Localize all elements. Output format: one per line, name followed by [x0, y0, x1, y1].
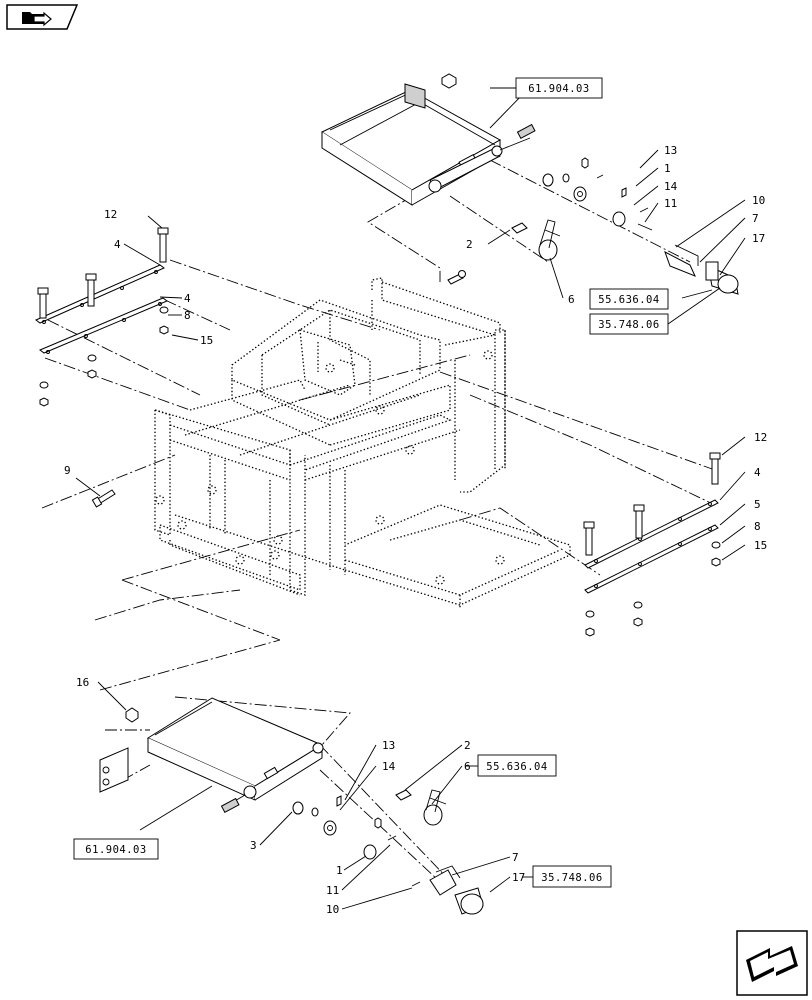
- callout-4-top-left: 4: [114, 238, 121, 251]
- callout-6-bottom: 6: [464, 760, 471, 773]
- callout-7-top: 7: [752, 212, 759, 225]
- callout-13-bottom: 13: [382, 739, 395, 752]
- callout-4-left-mid: 4: [184, 292, 191, 305]
- frame-bolt: [447, 270, 466, 285]
- callout-10-top: 10: [752, 194, 765, 207]
- callout-16: 16: [76, 676, 89, 689]
- svg-text:35.748.06: 35.748.06: [598, 319, 659, 331]
- callout-9: 9: [64, 464, 71, 477]
- top-roller-assembly: [320, 73, 536, 206]
- callout-2-top: 2: [466, 238, 473, 251]
- callout-11-bottom: 11: [326, 884, 339, 897]
- ref-bottom-1[interactable]: 55.636.04: [477, 754, 557, 777]
- callout-14-bottom: 14: [382, 760, 396, 773]
- back-nav-button[interactable]: [6, 4, 79, 30]
- ref-top-1[interactable]: 55.636.04: [589, 288, 669, 310]
- callout-12-right: 12: [754, 431, 767, 444]
- callout-2-bottom: 2: [464, 739, 471, 752]
- callout-14-top: 14: [664, 180, 678, 193]
- svg-text:55.636.04: 55.636.04: [598, 294, 659, 306]
- callout-7-bottom: 7: [512, 851, 519, 864]
- next-page-button[interactable]: [736, 930, 808, 996]
- folder-arrow-icon: [6, 4, 79, 30]
- callout-17-top: 17: [752, 232, 765, 245]
- callout-labels: 12 4 4 8 15 2 6 13 1 14 11 10 7 17 9 12 …: [64, 144, 767, 916]
- callout-10-bottom: 10: [326, 903, 339, 916]
- ref-top-2[interactable]: 35.748.06: [589, 313, 669, 335]
- ref-bottom-assembly[interactable]: 61.904.03: [73, 838, 159, 860]
- bolt-9: [91, 489, 116, 508]
- svg-text:35.748.06: 35.748.06: [541, 872, 602, 884]
- next-page-arrow-icon: [736, 930, 808, 996]
- callout-5-right: 5: [754, 498, 761, 511]
- bottom-hardware: [292, 789, 484, 915]
- callout-1-top: 1: [664, 162, 671, 175]
- callout-6-top: 6: [568, 293, 575, 306]
- svg-text:61.904.03: 61.904.03: [528, 83, 589, 95]
- leader-lines: [75, 87, 746, 910]
- callout-8-right: 8: [754, 520, 761, 533]
- callout-17-bottom: 17: [512, 871, 525, 884]
- callout-12-top-left: 12: [104, 208, 117, 221]
- callout-3: 3: [250, 839, 257, 852]
- svg-text:55.636.04: 55.636.04: [486, 761, 547, 773]
- right-rails: [583, 452, 721, 637]
- top-hardware: [511, 157, 739, 295]
- callout-15-left: 15: [200, 334, 213, 347]
- callout-11-top: 11: [664, 197, 677, 210]
- callout-8-left: 8: [184, 309, 191, 322]
- left-rails: [35, 227, 169, 407]
- alignment-lines: [41, 159, 716, 884]
- callout-4-right: 4: [754, 466, 761, 479]
- bottom-roller-assembly: [99, 697, 324, 813]
- callout-15-right: 15: [754, 539, 767, 552]
- frame-structure: [154, 277, 571, 608]
- ref-top-assembly[interactable]: 61.904.03: [515, 77, 603, 99]
- callout-1-bottom: 1: [336, 864, 343, 877]
- callout-13-top: 13: [664, 144, 677, 157]
- ref-bottom-2[interactable]: 35.748.06: [532, 865, 612, 888]
- svg-text:61.904.03: 61.904.03: [85, 844, 146, 856]
